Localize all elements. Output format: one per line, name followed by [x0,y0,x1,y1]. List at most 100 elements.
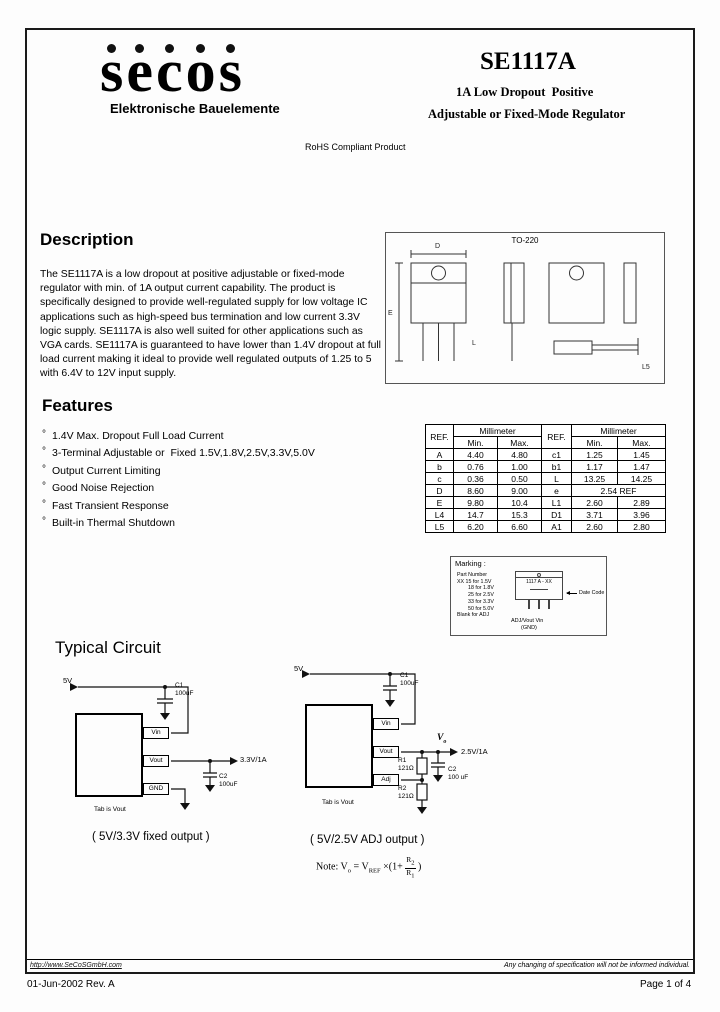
device-marking: 1117 A - XX [526,579,552,585]
package-tab [515,571,563,578]
col-header: REF. [425,424,454,449]
logo-letter-col: c [156,41,183,101]
regulator-ic [305,704,373,788]
arrow-left-icon [566,591,577,595]
secos-logo: s e c o s [100,38,242,104]
marking-line: Blank for ADJ [457,612,490,619]
col-header: REF. [541,424,572,449]
circuit-left-wires [70,683,238,810]
website-link[interactable]: http://www.SeCoSGmbH.com [30,962,122,969]
bullet-icon: ° [42,429,46,440]
marking-package-drawing: 1117 A - XX [515,571,563,609]
regulator-ic [75,713,143,797]
revision-label: 01-Jun-2002 Rev. A [27,979,115,990]
dim-label-d: D [435,243,440,250]
circuit-caption: ( 5V/2.5V ADJ output ) [310,834,425,846]
bullet-icon: ° [42,498,46,510]
feature-item: ° Output Current Limiting [42,464,315,481]
vout-symbol: Vo [437,733,447,745]
tab-note: Tab is Vout [94,806,126,813]
dim-label-l: L [472,340,476,347]
circuit-right-wires [302,670,458,814]
marking-line: XX 15 for 1.5V [457,578,492,585]
feature-item: ° Fast Transient Response [42,499,315,516]
logo-letter-col: s [218,38,242,104]
col-subheader: Min. [453,436,498,449]
tab-note: Tab is Vout [322,799,354,806]
pin-vout: Vout [143,755,169,767]
col-header: Millimeter [571,424,666,437]
pin-gnd: GND [143,783,169,795]
feature-text: 1.4V Max. Dropout Full Load Current [52,430,224,442]
marking-line: Part Number [457,572,488,578]
marking-heading: Marking : [455,559,486,568]
footer-divider [27,959,693,960]
package-drawing-box: TO-220 [385,232,665,384]
logo-letter-col: o [185,38,216,104]
logo-letter: e [126,38,153,104]
marking-line: 18 for 1.8V [468,585,494,592]
pin-names-label: ADJ/Vout Vin [511,618,544,624]
rohs-label: RoHS Compliant Product [305,142,406,152]
feature-text: Fast Transient Response [52,499,169,512]
pin-vin: Vin [373,718,399,730]
bullet-icon: ° [42,446,46,458]
logo-dot-icon [196,44,206,53]
pin-adj: Adj [373,774,399,786]
bullet-icon: ° [42,481,46,493]
marking-line: 25 for 2.5V [468,592,494,599]
feature-item: °Built-in Thermal Shutdown [42,516,315,533]
output-voltage-label: 2.5V/1A [461,747,488,756]
feature-text: 3-Terminal Adjustable or Fixed 1.5V,1.8V… [52,447,315,460]
gnd-label: (GND) [521,625,537,631]
date-code-label: Date Code [566,590,604,596]
logo-letter-col: s [100,41,123,101]
features-heading: Features [42,396,113,415]
circuit-caption: ( 5V/3.3V fixed output ) [92,831,210,843]
description-heading: Description [40,230,134,249]
output-voltage-label: 3.3V/1A [240,755,267,764]
typical-circuit-heading: Typical Circuit [55,638,161,657]
input-voltage-label: 5V [63,676,73,685]
col-subheader: Min. [571,436,618,449]
marking-box: Marking : Part Number XX 15 for 1.5V 18 … [450,556,607,636]
logo-subtitle: Elektronische Bauelemente [110,101,280,116]
col-subheader: Max. [497,436,542,449]
package-name: TO-220 [511,236,539,245]
logo-dot-icon [107,44,117,53]
logo-letter-col: e [126,38,153,104]
feature-item: °Good Noise Rejection [42,481,315,498]
doc-subtitle-2: Adjustable or Fixed-Mode Regulator [428,107,626,121]
to220-drawing: D E L L5 [388,243,650,371]
mounting-hole-icon [537,572,541,577]
feature-item: ° 3-Terminal Adjustable or Fixed 1.5V,1.8… [42,446,315,463]
feature-text: Output Current Limiting [52,464,161,477]
bullet-icon: ° [42,515,46,527]
pin-vout: Vout [373,746,399,758]
features-list: ° 1.4V Max. Dropout Full Load Current ° 3-… [42,429,315,533]
bullet-icon: ° [42,463,46,475]
logo-dot-icon [225,44,235,53]
dim-label-l5: L5 [642,364,650,371]
logo-letter: o [185,38,216,104]
pin-vin: Vin [143,727,169,739]
dim-label-e: E [388,310,393,317]
footer-disclaimer: Any changing of specification will not b… [504,962,690,969]
description-text: The SE1117A is a low dropout at positive… [40,269,381,380]
logo-letter: s [218,38,242,104]
doc-subtitle-1: 1A Low Dropout Positive [456,85,594,99]
input-voltage-label: 5V [294,664,304,673]
marking-line: 33 for 3.3V [468,598,494,605]
package-pins [515,600,563,609]
